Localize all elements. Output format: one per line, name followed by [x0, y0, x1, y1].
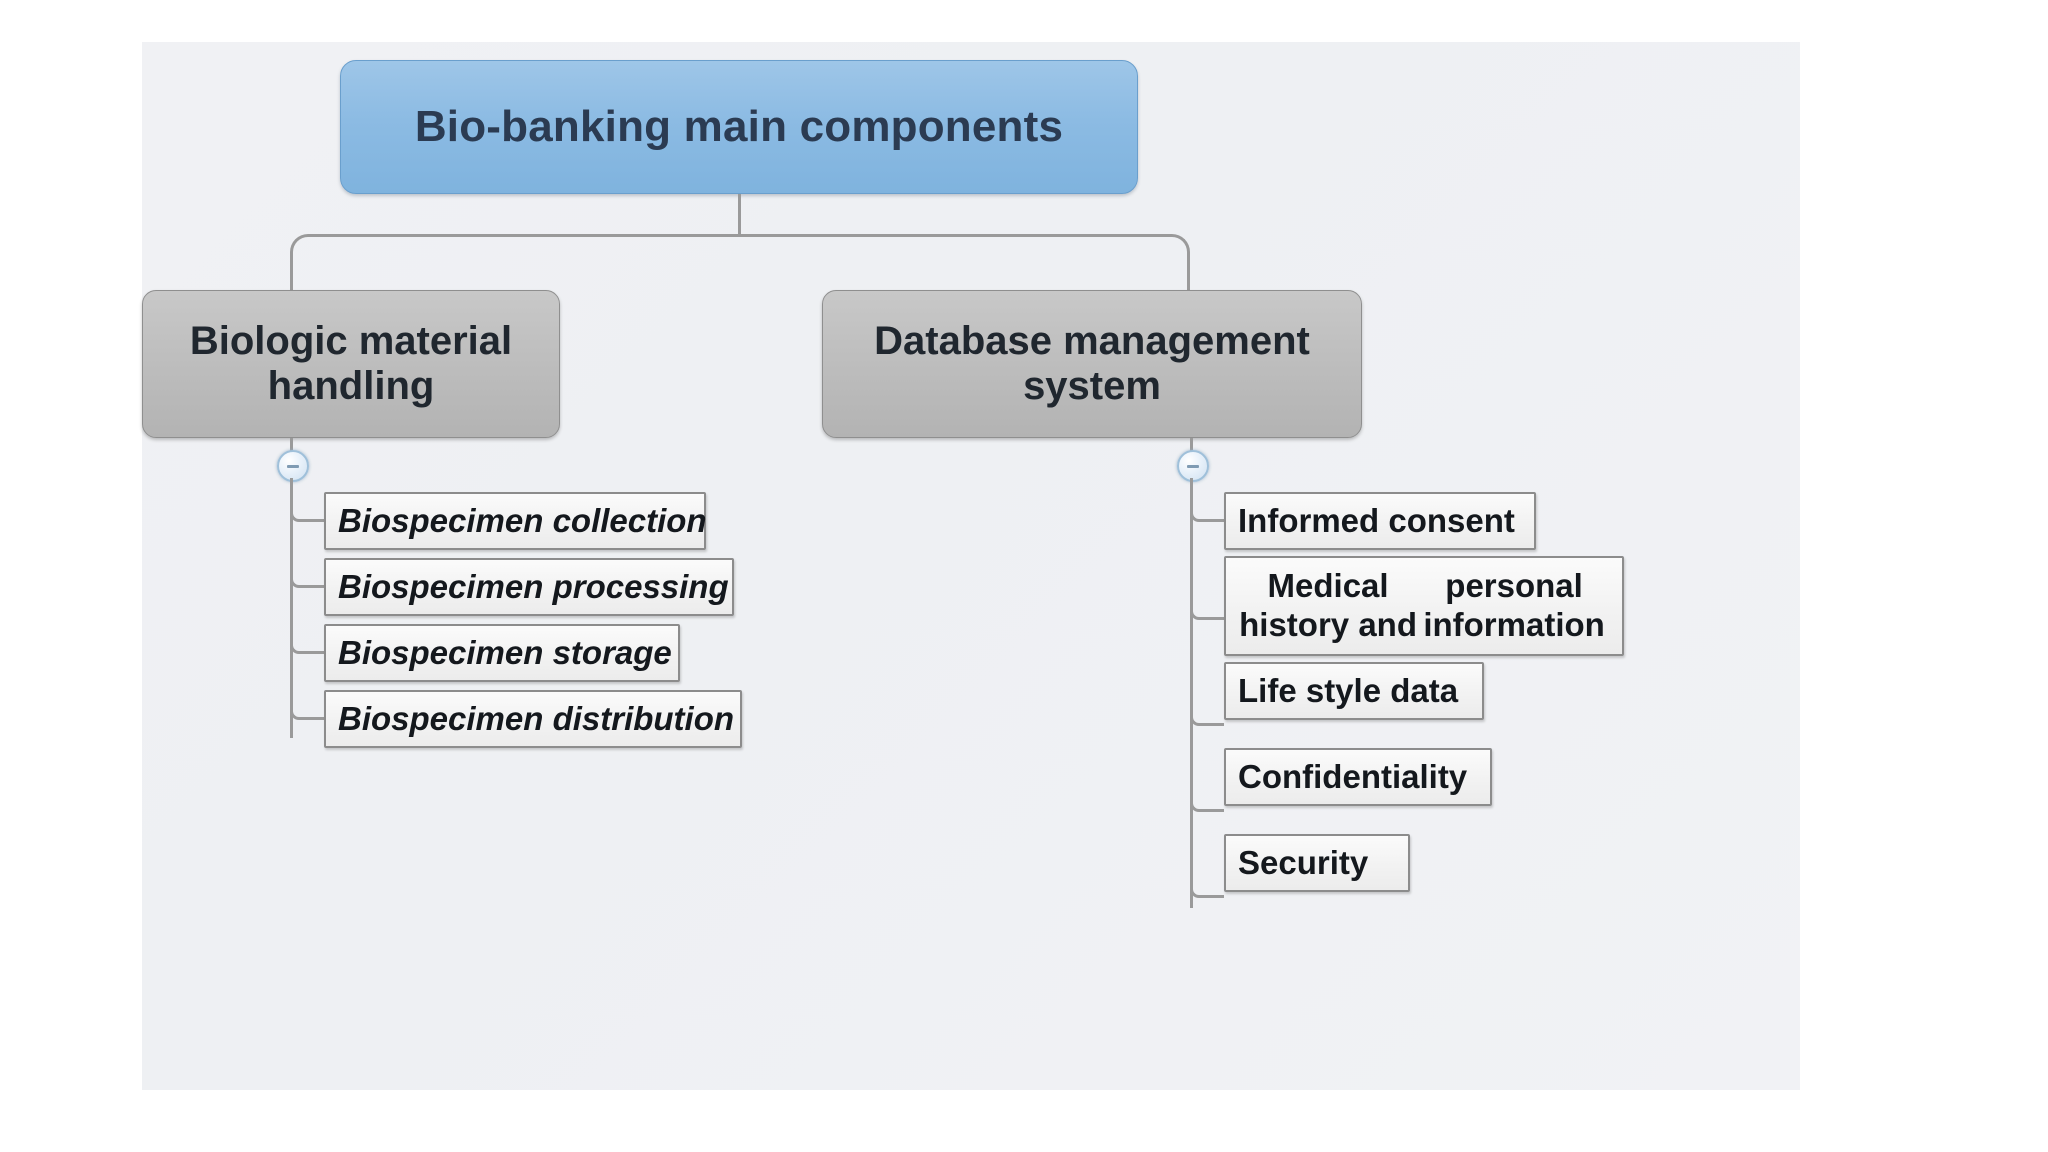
- leaf-node-life-style-data[interactable]: Life style data: [1224, 662, 1484, 720]
- leaf-node-label: Biospecimen storage: [338, 634, 672, 671]
- leaf-node-security[interactable]: Security: [1224, 834, 1410, 892]
- minus-glyph: [287, 464, 299, 468]
- leaf-node-label-line-2: personal information: [1423, 567, 1605, 643]
- minus-circle-icon-right-branch-toggle[interactable]: [1177, 450, 1209, 482]
- connector-right-child-5: [1190, 478, 1224, 898]
- branch-node-database-management-system[interactable]: Database management system: [822, 290, 1362, 438]
- branch-node-label: Database management system: [874, 319, 1310, 408]
- leaf-node-label: Biospecimen distribution: [338, 700, 735, 737]
- leaf-node-label: Security: [1238, 844, 1369, 881]
- branch-node-label: Biologic material handling: [189, 319, 513, 408]
- leaf-node-biospecimen-processing[interactable]: Biospecimen processing: [324, 558, 734, 616]
- leaf-node-label: Life style data: [1238, 672, 1459, 709]
- leaf-node-label-line-1: Medical history and: [1239, 567, 1417, 643]
- root-node-label: Bio-banking main components: [414, 102, 1064, 151]
- branch-node-biologic-material-handling[interactable]: Biologic material handling: [142, 290, 560, 438]
- leaf-node-biospecimen-storage[interactable]: Biospecimen storage: [324, 624, 680, 682]
- connector-root-bus: [290, 234, 1190, 292]
- connector-left-branch-stem: [290, 438, 293, 454]
- leaf-node-label: Informed consent: [1238, 502, 1515, 539]
- connector-left-child-4: [290, 478, 324, 720]
- leaf-node-label: Biospecimen processing: [338, 568, 729, 605]
- diagram-canvas: Bio-banking main components Biologic mat…: [142, 42, 1800, 1090]
- root-node-bio-banking-main-components[interactable]: Bio-banking main components: [340, 60, 1138, 194]
- leaf-node-medical-history-and-personal-information[interactable]: Medical history and personal information: [1224, 556, 1624, 656]
- leaf-node-biospecimen-distribution[interactable]: Biospecimen distribution: [324, 690, 742, 748]
- leaf-node-label: Biospecimen collection: [338, 502, 707, 539]
- connector-root-stem: [738, 194, 741, 236]
- leaf-node-confidentiality[interactable]: Confidentiality: [1224, 748, 1492, 806]
- leaf-node-biospecimen-collection[interactable]: Biospecimen collection: [324, 492, 707, 550]
- leaf-node-informed-consent[interactable]: Informed consent: [1224, 492, 1536, 550]
- connector-right-branch-stem: [1190, 438, 1193, 454]
- leaf-node-label: Confidentiality: [1238, 758, 1468, 795]
- minus-glyph: [1187, 464, 1199, 468]
